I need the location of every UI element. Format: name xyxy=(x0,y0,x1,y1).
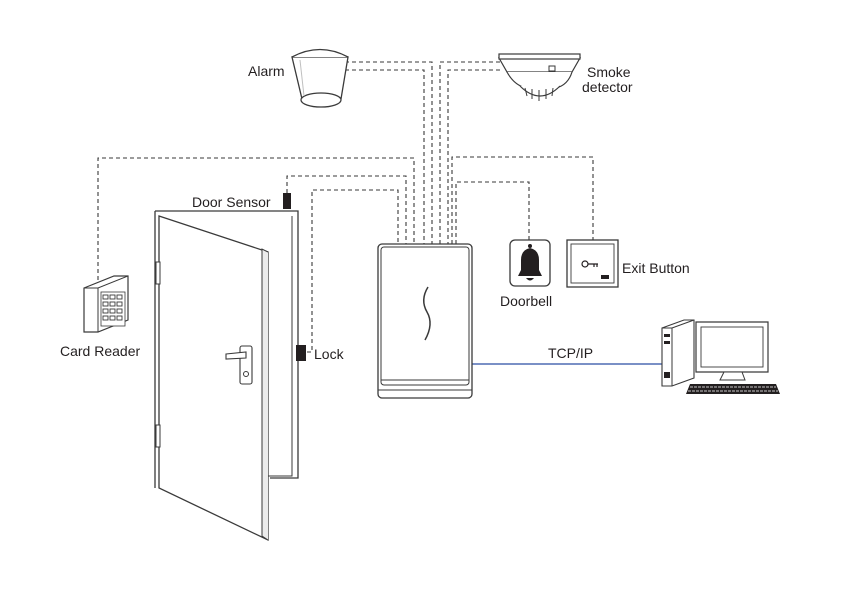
lock-wire xyxy=(307,189,399,353)
smoke-detector-wire-2 xyxy=(447,69,500,244)
door-sensor-icon xyxy=(283,193,291,209)
lock-label: Lock xyxy=(314,346,345,362)
card-reader-wire xyxy=(97,157,415,280)
smoke-detector-wire xyxy=(439,61,500,244)
doorbell-wire xyxy=(455,181,530,244)
card-reader-label: Card Reader xyxy=(60,343,140,359)
door-icon xyxy=(154,210,299,542)
smoke-detector-icon xyxy=(497,53,582,101)
alarm-wire-2 xyxy=(345,69,425,244)
card-reader-keypad-icon xyxy=(83,275,129,333)
exit-button-icon xyxy=(566,239,619,288)
tcp-ip-label: TCP/IP xyxy=(548,345,593,361)
exit-button-label: Exit Button xyxy=(622,260,690,276)
door-sensor-wire xyxy=(286,175,407,244)
alarm-wire xyxy=(345,61,433,244)
access-control-terminal-icon xyxy=(377,243,473,399)
smoke-detector-label-line1: Smoke xyxy=(587,64,631,80)
wiring xyxy=(97,61,662,365)
doorbell-label: Doorbell xyxy=(500,293,552,309)
smoke-detector-label-line2: detector xyxy=(582,79,633,95)
lock-icon xyxy=(296,345,306,361)
exit-button-wire xyxy=(451,156,594,244)
door-sensor-label: Door Sensor xyxy=(192,194,271,210)
alarm-siren-icon xyxy=(291,48,349,108)
doorbell-icon xyxy=(509,239,551,287)
door-handle-icon xyxy=(225,345,253,385)
alarm-label: Alarm xyxy=(248,63,285,79)
desktop-computer-icon xyxy=(661,319,780,394)
